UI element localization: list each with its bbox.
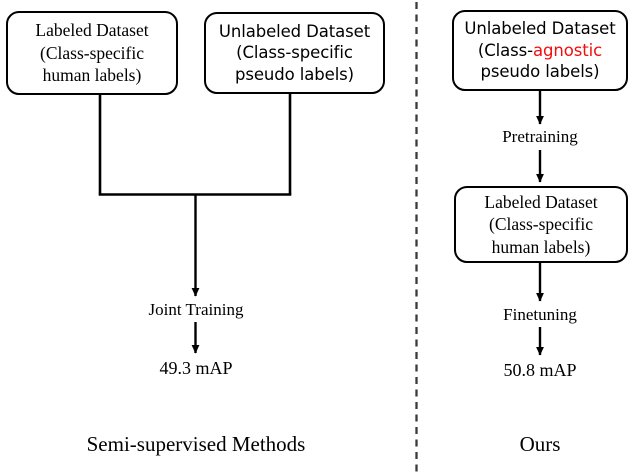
node-line-3: human labels) — [491, 236, 591, 257]
right-panel-title: Ours — [519, 432, 561, 456]
left-step-label-joint-training: Joint Training — [148, 300, 244, 319]
node-line-3: pseudo labels) — [234, 64, 355, 84]
node-line-2: (Class-specific — [236, 43, 353, 63]
node-line-1: Unlabeled Dataset — [218, 21, 371, 41]
node-line-2-accent-agnostic: agnostic — [533, 40, 603, 60]
node-line-3: human labels) — [42, 65, 142, 86]
node-line-2: (Class-specific — [40, 42, 144, 63]
left-node-labeled-dataset[interactable]: Labeled Dataset (Class-specific human la… — [6, 11, 178, 95]
right-step-label-pretraining: Pretraining — [502, 127, 578, 146]
left-node-unlabeled-dataset[interactable]: Unlabeled Dataset (Class-specific pseudo… — [204, 12, 385, 94]
right-node-unlabeled-dataset-agnostic[interactable]: Unlabeled Dataset (Class-agnostic pseudo… — [452, 10, 628, 91]
node-line-1: Labeled Dataset — [484, 191, 598, 212]
right-step-label-finetuning: Finetuning — [503, 305, 577, 324]
left-panel-title: Semi-supervised Methods — [86, 432, 306, 456]
right-node-labeled-dataset[interactable]: Labeled Dataset (Class-specific human la… — [454, 186, 628, 263]
node-line-1: Unlabeled Dataset — [464, 19, 616, 39]
node-line-1: Labeled Dataset — [35, 20, 149, 41]
left-metric-value: 49.3 mAP — [159, 358, 233, 378]
node-line-2: (Class-agnostic — [478, 40, 602, 61]
node-line-2-prefix: (Class- — [477, 40, 534, 60]
node-line-3: pseudo labels) — [480, 62, 600, 82]
right-metric-value: 50.8 mAP — [503, 360, 577, 380]
node-line-2: (Class-specific — [489, 214, 593, 235]
